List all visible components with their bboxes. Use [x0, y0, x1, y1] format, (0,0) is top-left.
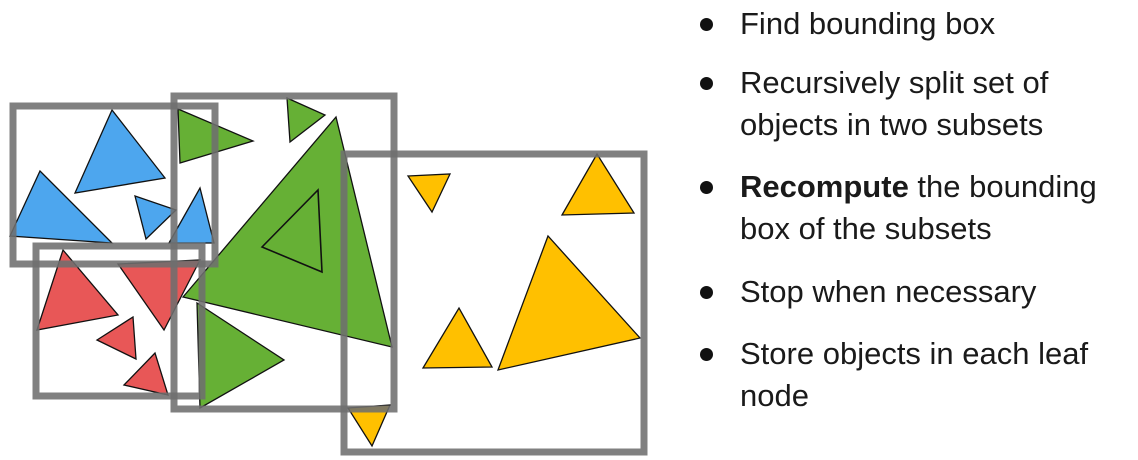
bounding-box-blue [9, 102, 219, 268]
blue-triangle [9, 169, 114, 244]
bullet-text: the bounding box of the subsets [740, 169, 1097, 246]
green-triangle-large [181, 115, 393, 348]
green-triangles [177, 96, 393, 410]
green-triangle [196, 301, 286, 410]
bullet-bold: Recompute [740, 169, 909, 204]
red-triangle [36, 248, 120, 331]
bullet-dot [700, 181, 713, 194]
bullet-dot [700, 77, 713, 90]
blue-triangle [73, 108, 167, 194]
bounding-box-green [170, 92, 398, 413]
yellow-triangle [406, 173, 452, 214]
yellow-triangles [346, 152, 642, 448]
yellow-triangle [496, 234, 642, 371]
bvh-diagram [9, 92, 648, 456]
blue-triangles [9, 108, 215, 244]
bullet-text: Find bounding box [740, 6, 996, 41]
blue-triangle [134, 194, 178, 241]
green-triangle-outline [260, 188, 323, 274]
bounding-boxes [9, 92, 648, 456]
bounding-box-yellow [340, 150, 648, 456]
green-triangle [286, 96, 327, 144]
bullet-text: Store objects in each leaf node [740, 336, 1089, 413]
bullet-dot [700, 18, 713, 31]
red-triangle [95, 315, 137, 361]
bullet-text: Recursively split set of objects in two … [740, 65, 1049, 142]
yellow-triangle [421, 306, 494, 369]
bullet-dot [700, 286, 713, 299]
yellow-triangle [560, 152, 636, 216]
bullet-dot [700, 348, 713, 361]
bullet-text: Stop when necessary [740, 274, 1037, 309]
bounding-box-red [32, 242, 206, 400]
red-triangle [122, 351, 169, 396]
